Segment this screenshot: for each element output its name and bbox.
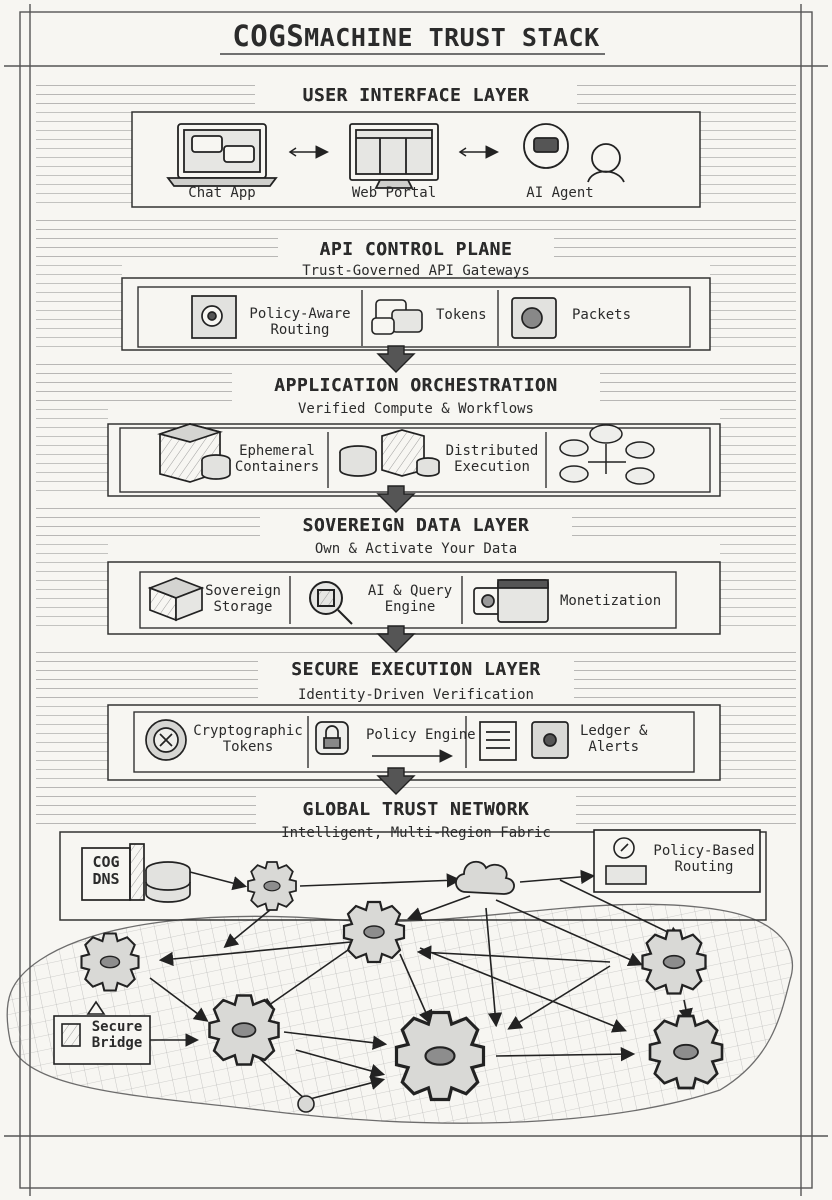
exec-layer-header: SECURE EXECUTION LAYER bbox=[291, 659, 541, 680]
magnifier-icon bbox=[309, 581, 353, 625]
gear-node-icon bbox=[208, 994, 280, 1066]
gear-node-icon bbox=[641, 929, 707, 995]
endpoint-node-icon bbox=[297, 1095, 315, 1113]
cloud-network-icon bbox=[559, 424, 655, 485]
ai-agent-icon bbox=[523, 123, 625, 183]
packet-icon bbox=[511, 297, 557, 339]
app-layer-subtitle: Verified Compute & Workflows bbox=[297, 401, 534, 417]
gear-node-icon bbox=[80, 932, 140, 992]
exec-item-label: Policy Engine bbox=[366, 727, 476, 743]
dns-icon bbox=[81, 843, 191, 903]
laptop-chat-icon bbox=[166, 123, 278, 187]
network-layer-subtitle: Intelligent, Multi-Region Fabric bbox=[281, 825, 551, 841]
gear-node-icon bbox=[648, 1014, 724, 1090]
data-item-label: Monetization bbox=[560, 593, 662, 609]
crypto-token-icon bbox=[145, 719, 187, 761]
app-layer-header: APPLICATION ORCHESTRATION bbox=[274, 375, 558, 396]
secure-bridge-label: Secure Bridge bbox=[91, 1019, 143, 1051]
exec-item-label: Ledger & Alerts bbox=[580, 723, 648, 755]
message-bubbles-icon bbox=[371, 299, 423, 335]
containers-icon bbox=[157, 423, 231, 483]
policy-routing-icon bbox=[593, 829, 761, 893]
api-item-label: Policy-Aware Routing bbox=[249, 306, 351, 338]
cloud-node-icon bbox=[455, 860, 515, 895]
storage-icon bbox=[147, 577, 205, 622]
ui-item-label: Chat App bbox=[188, 185, 256, 201]
gear-node-icon bbox=[342, 900, 406, 964]
api-item-label: Packets bbox=[572, 307, 632, 323]
title-rest: MACHINE TRUST STACK bbox=[304, 23, 600, 52]
down-arrows bbox=[376, 345, 416, 795]
ui-item-label: Web Portal bbox=[351, 185, 437, 201]
gear-node-icon bbox=[394, 1010, 486, 1102]
network-edges bbox=[149, 869, 693, 1101]
app-item-label: Ephemeral Containers bbox=[234, 443, 320, 475]
lock-icon bbox=[315, 721, 349, 755]
monetization-icon bbox=[473, 579, 549, 623]
ui-layer-header: USER INTERFACE LAYER bbox=[302, 85, 530, 106]
network-layer-header: GLOBAL TRUST NETWORK bbox=[302, 799, 530, 820]
exec-item-label: Cryptographic Tokens bbox=[193, 723, 303, 755]
data-item-label: Sovereign Storage bbox=[205, 583, 281, 615]
api-item-label: Tokens bbox=[436, 307, 487, 323]
inner-boxes bbox=[119, 286, 711, 773]
exec-layer-subtitle: Identity-Driven Verification bbox=[297, 687, 534, 703]
data-item-label: AI & Query Engine bbox=[367, 583, 453, 615]
distributed-execution-icon bbox=[339, 429, 440, 477]
app-item-label: Distributed Execution bbox=[445, 443, 539, 475]
data-layer-header: SOVEREIGN DATA LAYER bbox=[302, 515, 530, 536]
api-layer-header: API CONTROL PLANE bbox=[319, 239, 513, 260]
ui-item-label: AI Agent bbox=[526, 185, 594, 201]
gear-node-icon bbox=[247, 861, 297, 911]
api-layer-subtitle: Trust-Governed API Gateways bbox=[302, 263, 530, 279]
gear-box-icon bbox=[191, 295, 237, 339]
data-layer-subtitle: Own & Activate Your Data bbox=[314, 541, 518, 557]
ledger-icon bbox=[479, 721, 569, 761]
dns-label: COG DNS bbox=[92, 853, 120, 888]
policy-routing-label: Policy-Based Routing bbox=[653, 843, 755, 875]
monitor-portal-icon bbox=[349, 123, 439, 189]
title-brand: COGS bbox=[232, 19, 305, 53]
page-title: COGSMACHINE TRUST STACK bbox=[0, 20, 832, 52]
